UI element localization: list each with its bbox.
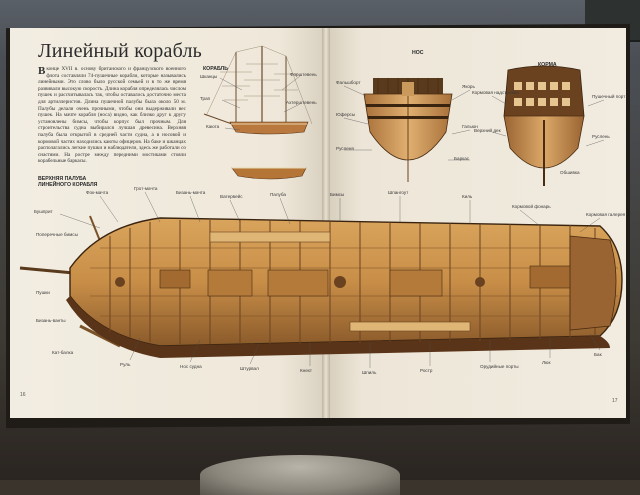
label-13: Нос судна — [180, 364, 202, 369]
label-26: Фальшборт — [336, 80, 361, 85]
label-38: Пушки — [36, 290, 50, 295]
callout-lines — [0, 0, 640, 480]
label-20: Бак — [594, 352, 602, 357]
label-1: Бушприт — [34, 209, 53, 214]
label-9: Киль — [462, 194, 472, 199]
label-31: Баркас — [454, 156, 469, 161]
label-11: Кормовая галерея — [586, 212, 625, 217]
label-37: Поперечные бимсы — [36, 232, 78, 237]
label-10: Кормовой фонарь — [512, 204, 551, 209]
label-29: Якорь — [462, 84, 475, 89]
label-14: Штурвал — [240, 366, 259, 371]
label-21: Шканцы — [200, 74, 217, 79]
label-16: Шпиль — [362, 370, 376, 375]
label-39: Бизань-ванты — [36, 318, 66, 323]
label-28: Русленя — [336, 146, 354, 151]
label-8: Шпангоут — [388, 190, 408, 195]
label-34: Пушечный порт — [592, 94, 625, 99]
label-4: Бизань-мачта — [176, 190, 205, 195]
label-5: Ватервейс — [220, 194, 243, 199]
label-12: Руль — [120, 362, 130, 367]
label-33: Верхний дек — [474, 128, 501, 133]
label-35: Руслень — [592, 134, 610, 139]
label-3: Грот-мачта — [134, 186, 157, 191]
label-22: Трап — [200, 96, 210, 101]
label-40: Кат-балка — [52, 350, 73, 355]
label-17: Ростр — [420, 368, 432, 373]
label-18: Орудийные порты — [480, 364, 519, 369]
label-19: Люк — [542, 360, 550, 365]
label-2: Фок-мачта — [86, 190, 108, 195]
label-25: Ахтерштевень — [286, 100, 317, 105]
label-27: Юферсы — [336, 112, 355, 117]
label-24: Форштевень — [290, 72, 317, 77]
label-23: Каюта — [206, 124, 219, 129]
chair-back — [200, 455, 400, 495]
label-15: Кнехт — [300, 368, 312, 373]
label-7: Бимсы — [330, 192, 344, 197]
label-32: Кормовая надстройка — [472, 90, 519, 95]
label-6: Палуба — [270, 192, 286, 197]
label-36: Обшивка — [560, 170, 580, 175]
